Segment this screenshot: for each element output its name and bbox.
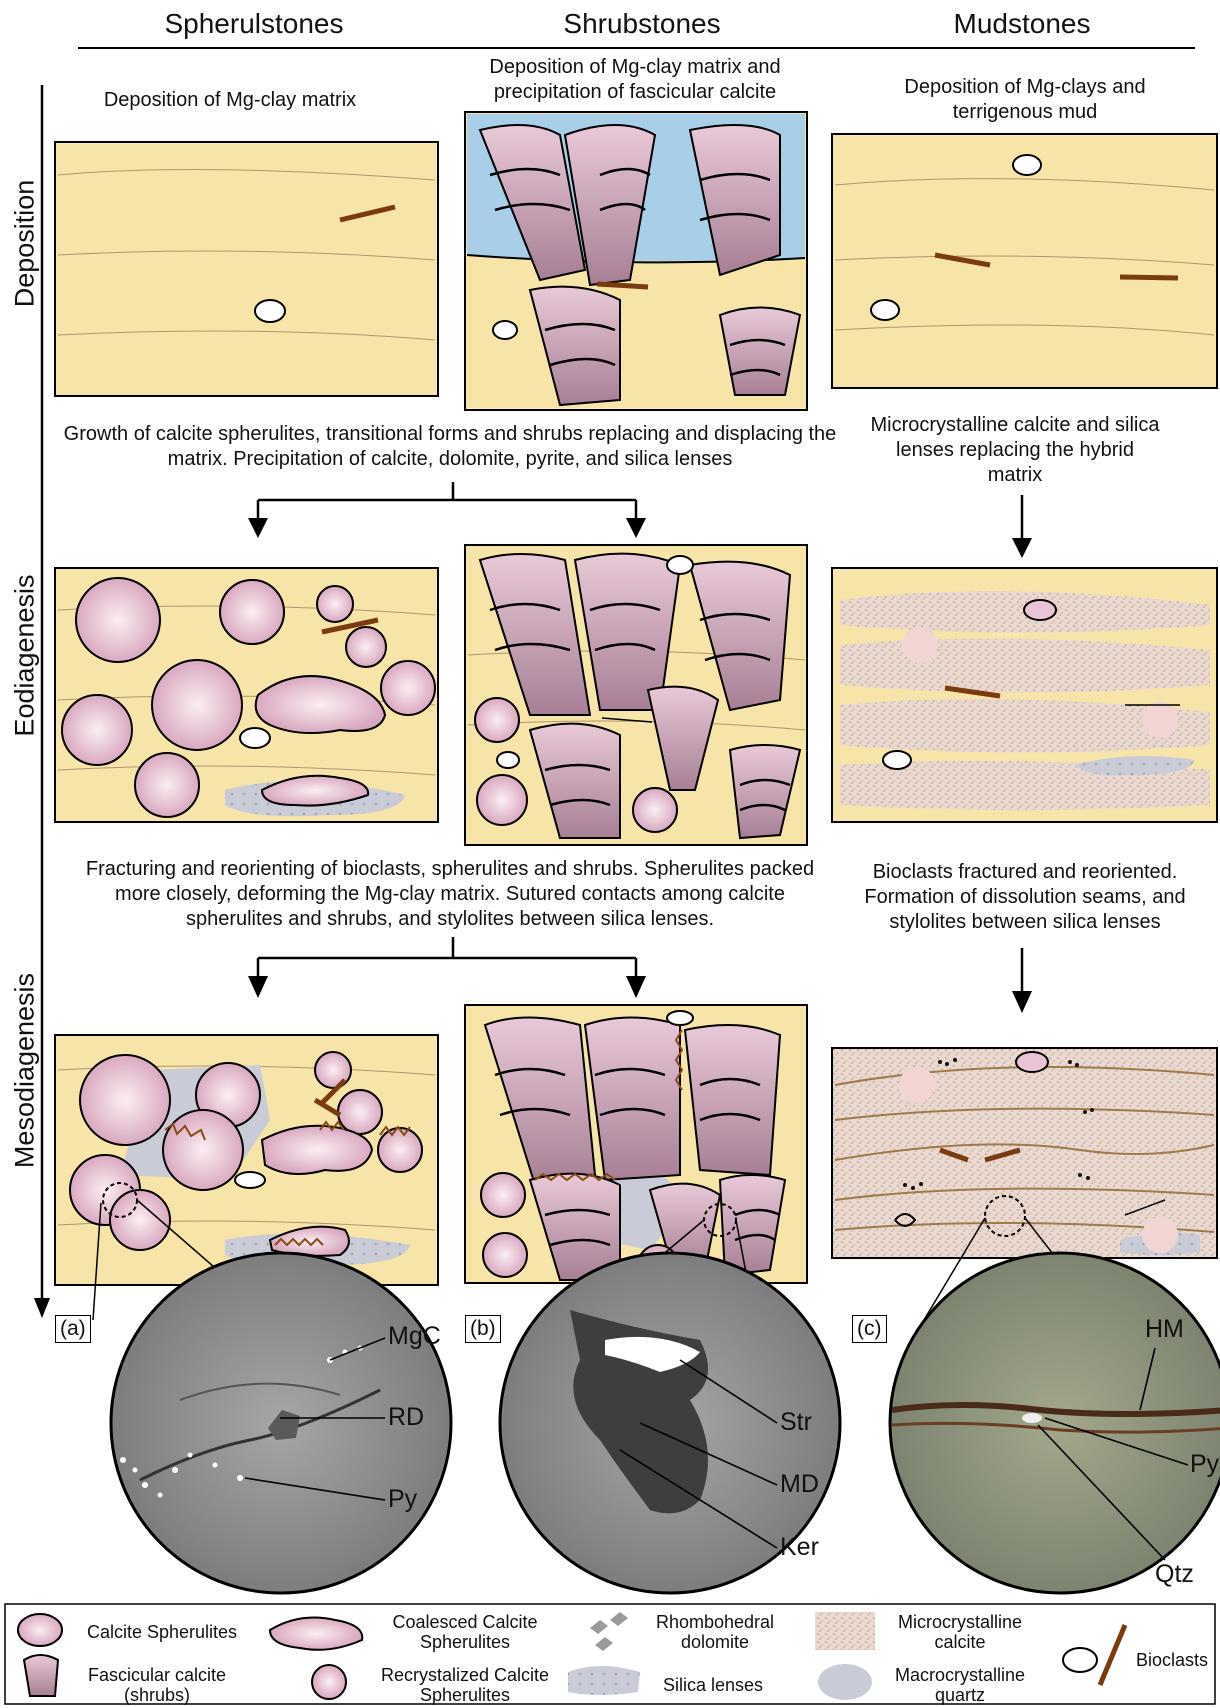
panel-letter-b: (b) (465, 1315, 501, 1343)
panel-letter-c: (c) (852, 1315, 887, 1343)
legend-label-recrystallized: Recrystalized Calcite Spherulites (375, 1665, 555, 1705)
legend-label-microcalcite: Microcrystalline calcite (880, 1612, 1040, 1652)
panel-shrub-deposition (465, 112, 807, 410)
panel-mud-deposition (832, 134, 1217, 388)
callout-ker: Ker (780, 1533, 819, 1562)
legend-calcite-spherulites-swatch (18, 1614, 62, 1646)
callout-py-c: Py (1190, 1450, 1219, 1479)
legend-label-macroquartz: Macrocrystalline quartz (880, 1665, 1040, 1705)
callout-mgc: MgC (388, 1322, 441, 1351)
legend-label-shrubs: Fascicular calcite (shrubs) (72, 1665, 242, 1705)
legend-microcalcite-swatch (815, 1612, 875, 1650)
legend-shrubs-swatch (24, 1655, 58, 1696)
panel-spherul-deposition (55, 142, 438, 396)
panel-mud-eodiagenesis (832, 568, 1217, 822)
time-axis-arrowhead (34, 1298, 50, 1318)
micrograph-c (890, 1253, 1220, 1593)
panel-shrub-eodiagenesis (465, 545, 807, 845)
legend-silica-swatch (568, 1666, 640, 1695)
legend-label-calcite-spherulites: Calcite Spherulites (72, 1622, 252, 1642)
callout-rd: RD (388, 1403, 424, 1432)
legend-label-silica: Silica lenses (648, 1675, 778, 1695)
arrows-eodiagenesis (258, 482, 1022, 540)
panel-letter-a: (a) (55, 1315, 91, 1343)
callout-hm: HM (1145, 1315, 1184, 1344)
panel-spherul-eodiagenesis (55, 568, 438, 822)
legend-bioclast-shell-swatch (1063, 1648, 1097, 1672)
legend-label-coalesced: Coalesced Calcite Spherulites (375, 1612, 555, 1652)
callout-qtz: Qtz (1155, 1560, 1194, 1589)
callout-py-a: Py (388, 1485, 417, 1514)
legend-coalesced-swatch (270, 1618, 362, 1650)
callout-md: MD (780, 1470, 819, 1499)
legend-macroquartz-swatch (818, 1664, 872, 1700)
legend-recrystallized-swatch (312, 1665, 346, 1699)
legend-label-bioclasts: Bioclasts (1128, 1650, 1216, 1670)
legend-label-dolomite: Rhombohedral dolomite (640, 1612, 790, 1652)
callout-str: Str (780, 1408, 812, 1437)
